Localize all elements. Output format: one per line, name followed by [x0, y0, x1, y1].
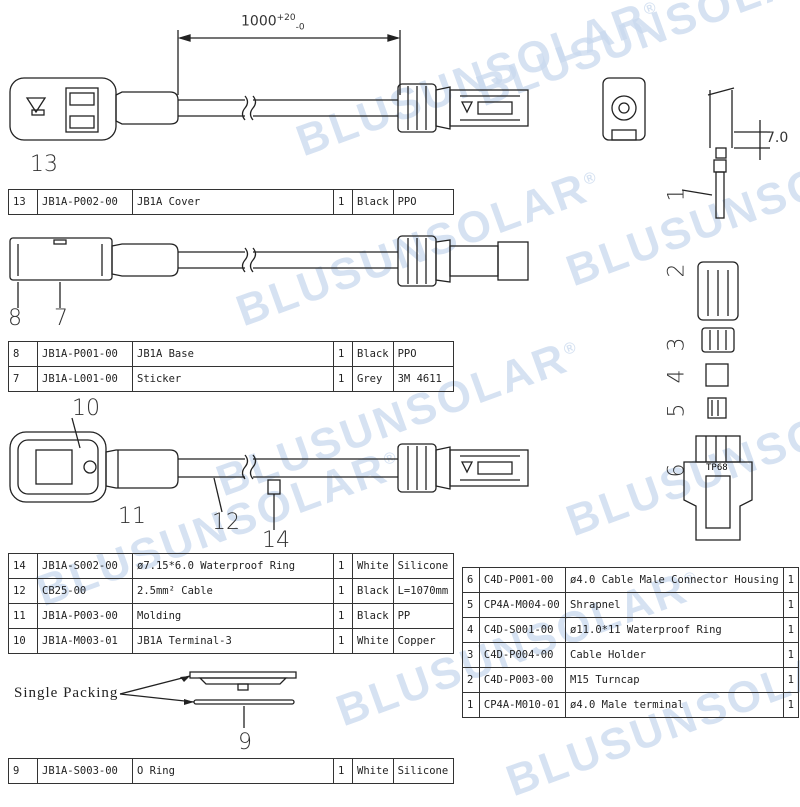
callout-4: 4	[664, 369, 690, 384]
callout-1: 1	[664, 187, 690, 202]
o-ring-part	[189, 671, 297, 679]
waterproof-ring-part	[705, 363, 729, 387]
cover-side-view	[602, 77, 646, 141]
callout-2: 2	[664, 263, 690, 278]
callout-9: 9	[238, 730, 252, 755]
strip-dimension: 7.0	[766, 130, 789, 146]
callout-13: 13	[30, 152, 58, 177]
warning-triangle-icon	[25, 97, 47, 114]
callout-10: 10	[72, 396, 100, 421]
callout-14: 14	[262, 528, 290, 553]
callout-3: 3	[664, 337, 690, 352]
single-packing-label: Single Packing	[14, 685, 119, 701]
junction-box-cover	[9, 77, 117, 141]
length-dimension: 1000+20-0	[241, 13, 305, 33]
warning-triangle-icon	[460, 101, 474, 114]
callout-8: 8	[8, 306, 22, 331]
callout-6: 6	[664, 463, 690, 478]
turncap-part	[697, 261, 739, 321]
cable-molding	[115, 91, 179, 125]
connector-marking: TP68	[706, 463, 728, 473]
male-terminal	[713, 159, 727, 173]
callout-5: 5	[664, 403, 690, 418]
callout-7: 7	[54, 306, 68, 331]
callout-11: 11	[118, 504, 146, 529]
junction-box-open	[9, 431, 107, 503]
callout-12: 12	[212, 510, 240, 535]
waterproof-ring	[267, 479, 281, 495]
connector-housing	[695, 435, 741, 463]
shrapnel-part	[707, 397, 727, 419]
cable-holder-part	[701, 327, 735, 353]
